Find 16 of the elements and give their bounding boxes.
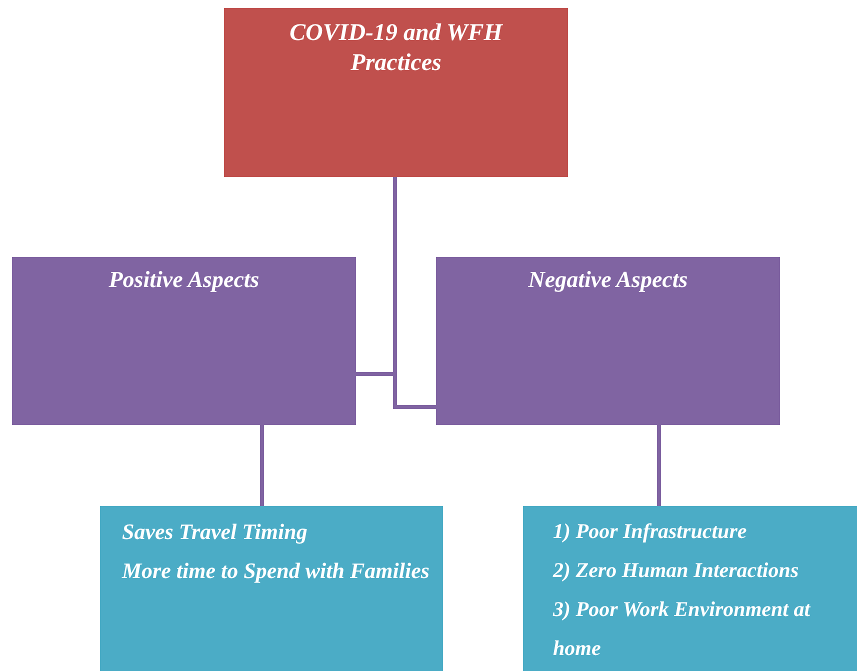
connector-line <box>393 177 436 409</box>
title-box <box>224 8 568 177</box>
list-box <box>100 506 443 671</box>
heading-text: Negative Aspects <box>527 266 689 294</box>
heading-text: Positive Aspects <box>108 266 260 294</box>
list-item: 1) Poor Infrastructure <box>552 518 748 545</box>
connector-line <box>657 425 661 506</box>
list-item: Saves Travel Timing <box>122 518 308 546</box>
list-item: 3) Poor Work Environment at home <box>552 596 812 662</box>
list-item: More time to Spend with Families <box>122 557 430 585</box>
category-box <box>12 257 356 425</box>
connector-line <box>260 425 264 506</box>
list-item: 2) Zero Human Interactions <box>552 557 800 584</box>
list-box <box>523 506 857 671</box>
category-box <box>436 257 780 425</box>
heading-text: COVID-19 and WFH Practices <box>288 19 504 78</box>
